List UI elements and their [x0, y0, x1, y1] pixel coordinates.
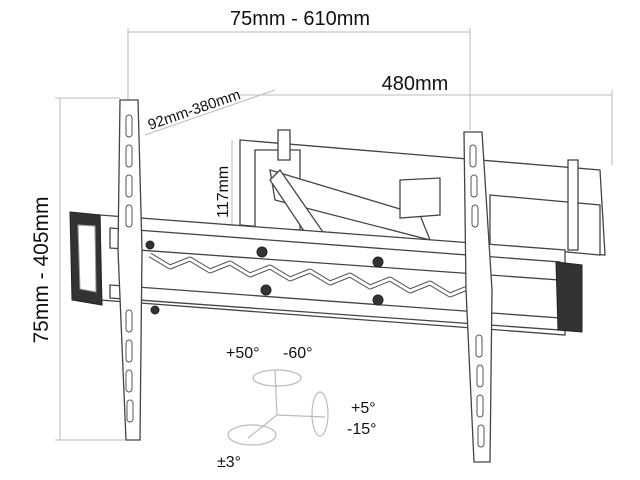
arm-extension-label: 480mm — [382, 73, 449, 95]
width-range-label: 75mm - 610mm — [230, 8, 370, 30]
articulating-arm — [239, 129, 606, 256]
roll-label: ±3° — [217, 454, 241, 471]
horizontal-rails — [99, 214, 566, 336]
swivel-minus-label: -60° — [283, 345, 313, 362]
end-handles — [69, 211, 583, 333]
wall-plate-height-label: 117mm — [215, 166, 232, 218]
swivel-plus-label: +50° — [226, 345, 260, 362]
tilt-minus-label: -15° — [347, 421, 377, 438]
dimension-lines — [55, 28, 613, 441]
height-range-label: 75mm - 405mm — [30, 196, 53, 343]
right-vertical-plate — [463, 131, 493, 463]
rotation-axes-icon — [227, 369, 329, 446]
tilt-plus-label: +5° — [351, 400, 376, 417]
arm-spacing-label: 92mm-380mm — [146, 86, 243, 134]
left-vertical-plate — [117, 99, 143, 441]
